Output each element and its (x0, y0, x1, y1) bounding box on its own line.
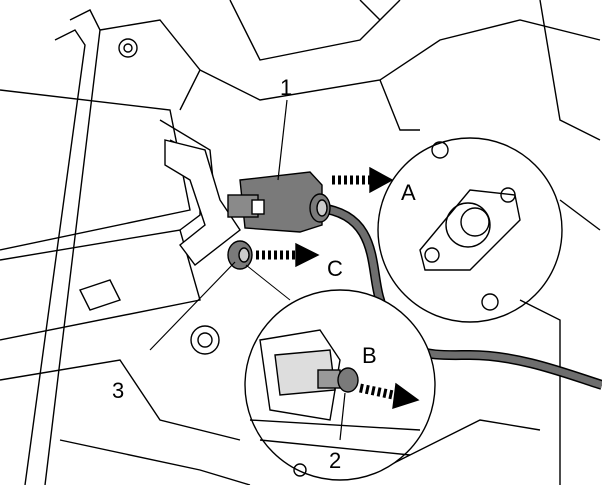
callout-3: 3 (112, 378, 125, 403)
callout-1: 1 (280, 75, 293, 100)
flange (377, 137, 563, 323)
callout-2: 2 (329, 448, 342, 473)
sensor-3 (227, 240, 253, 270)
detail-inset (244, 289, 436, 481)
direction-arrows (256, 166, 420, 410)
connector-1 (227, 171, 331, 233)
arrow-label-c: C (327, 256, 343, 281)
arrow-label-b: B (362, 343, 377, 368)
arrow-label-a: A (401, 180, 416, 205)
bracket (164, 139, 241, 266)
